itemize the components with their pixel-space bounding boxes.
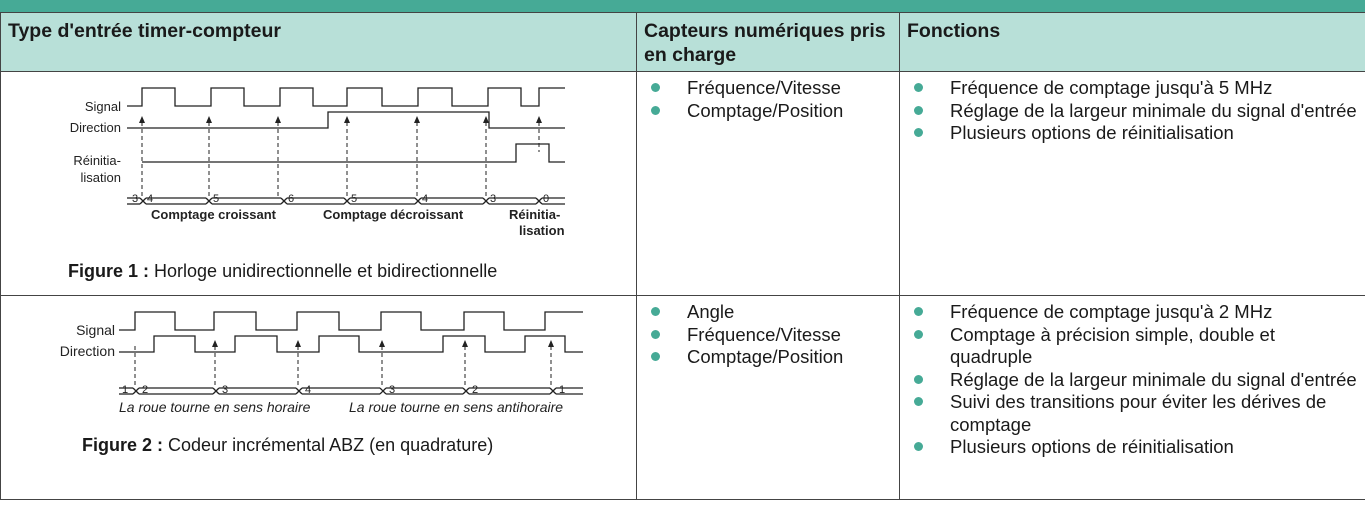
bullet-icon	[914, 397, 923, 406]
direction-waveform	[119, 335, 583, 353]
figure-1-cell: Signal Direction Réinitia- lisation 3 4 …	[0, 71, 637, 296]
section-reset-1: Réinitia-	[509, 207, 560, 222]
bullet-icon	[651, 105, 660, 115]
count-value: 5	[351, 193, 357, 205]
count-value: 1	[559, 384, 565, 396]
functions-list-1: Fréquence de comptage jusqu'à 5 MHz Régl…	[900, 72, 1365, 145]
signal-waveform	[127, 87, 565, 107]
table-row: Signal Direction Réinitia- lisation 3 4 …	[0, 71, 1365, 296]
bullet-icon	[914, 374, 923, 384]
count-value: 2	[142, 384, 148, 396]
edge-markers	[141, 122, 540, 198]
list-item: Comptage/Position	[641, 346, 893, 369]
count-bus	[119, 387, 583, 395]
figure-2-cell: Signal Direction 1 2 3 4 3 2 1 La roue t…	[0, 295, 637, 500]
list-item: Plusieurs options de réinitialisation	[904, 436, 1359, 459]
list-item: Comptage à précision simple, double et q…	[904, 324, 1359, 369]
bullet-icon	[914, 83, 923, 92]
functions-list-2: Fréquence de comptage jusqu'à 2 MHz Comp…	[900, 296, 1365, 459]
label-direction: Direction	[60, 343, 115, 359]
list-item: Plusieurs options de réinitialisation	[904, 122, 1359, 145]
list-item: Réglage de la largeur minimale du signal…	[904, 100, 1359, 123]
bullet-icon	[651, 83, 660, 92]
bullet-icon	[914, 307, 923, 316]
section-reset-2: lisation	[519, 223, 565, 238]
bullet-icon	[651, 307, 660, 316]
figure-2-caption: Figure 2 : Codeur incrémental ABZ (en qu…	[82, 435, 493, 456]
bullet-icon	[914, 442, 923, 451]
table-row: Signal Direction 1 2 3 4 3 2 1 La roue t…	[0, 295, 1365, 500]
count-value: 1	[122, 384, 128, 396]
section-count-down: Comptage décroissant	[323, 207, 464, 222]
spec-table: Type d'entrée timer-compteur Capteurs nu…	[0, 12, 1365, 500]
sensors-cell-2: Angle Fréquence/Vitesse Comptage/Positio…	[636, 295, 900, 500]
bullet-icon	[651, 329, 660, 339]
section-count-up: Comptage croissant	[151, 207, 277, 222]
section-clockwise: La roue tourne en sens horaire	[119, 399, 311, 415]
count-value: 0	[543, 193, 549, 205]
figure-1-caption: Figure 1 : Horloge unidirectionnelle et …	[68, 261, 497, 282]
bullet-icon	[914, 329, 923, 339]
signal-waveform	[119, 311, 583, 331]
count-value: 6	[288, 193, 294, 205]
edge-arrows	[139, 116, 542, 123]
edge-markers	[134, 346, 552, 388]
list-item: Fréquence de comptage jusqu'à 5 MHz	[904, 77, 1359, 100]
list-item: Fréquence/Vitesse	[641, 77, 893, 100]
section-counterclockwise: La roue tourne en sens antihoraire	[349, 399, 563, 415]
count-value: 3	[222, 384, 228, 396]
count-value: 3	[490, 193, 496, 205]
bullet-icon	[914, 128, 923, 137]
label-signal: Signal	[76, 322, 115, 338]
figure-2-caption-text: Codeur incrémental ABZ (en quadrature)	[168, 435, 494, 455]
header-sensors: Capteurs numériques pris en charge	[636, 12, 900, 72]
count-value: 3	[389, 384, 395, 396]
direction-waveform	[127, 111, 565, 129]
list-item: Réglage de la largeur minimale du signal…	[904, 369, 1359, 392]
label-reset-1: Réinitia-	[73, 153, 121, 168]
timing-diagram-1: Signal Direction Réinitia- lisation 3 4 …	[70, 87, 565, 238]
label-signal: Signal	[85, 99, 121, 114]
sensors-cell-1: Fréquence/Vitesse Comptage/Position	[636, 71, 900, 296]
figure-1-caption-text: Horloge unidirectionnelle et bidirection…	[154, 261, 498, 281]
header-input-type: Type d'entrée timer-compteur	[0, 12, 637, 72]
list-item: Fréquence de comptage jusqu'à 2 MHz	[904, 301, 1359, 324]
count-value: 4	[147, 193, 153, 205]
header-row: Type d'entrée timer-compteur Capteurs nu…	[0, 12, 1365, 72]
list-item: Comptage/Position	[641, 100, 893, 123]
sensors-list-1: Fréquence/Vitesse Comptage/Position	[637, 72, 899, 122]
count-bus	[127, 197, 565, 205]
timing-diagram-2: Signal Direction 1 2 3 4 3 2 1 La roue t…	[60, 311, 583, 415]
label-direction: Direction	[70, 120, 121, 135]
figure-1-caption-label: Figure 1 :	[68, 261, 150, 281]
reset-waveform	[142, 143, 565, 163]
header-functions: Fonctions	[899, 12, 1365, 72]
count-value: 4	[422, 193, 428, 205]
functions-cell-2: Fréquence de comptage jusqu'à 2 MHz Comp…	[899, 295, 1365, 500]
edge-arrows	[212, 340, 554, 347]
label-reset-2: lisation	[81, 170, 121, 185]
list-item: Suivi des transitions pour éviter les dé…	[904, 391, 1359, 436]
bullet-icon	[914, 105, 923, 115]
count-value: 4	[305, 384, 311, 396]
count-value: 2	[472, 384, 478, 396]
figure-2-caption-label: Figure 2 :	[82, 435, 164, 455]
count-value: 5	[213, 193, 219, 205]
functions-cell-1: Fréquence de comptage jusqu'à 5 MHz Régl…	[899, 71, 1365, 296]
count-value: 3	[132, 193, 138, 205]
sensors-list-2: Angle Fréquence/Vitesse Comptage/Positio…	[637, 296, 899, 369]
list-item: Angle	[641, 301, 893, 324]
list-item: Fréquence/Vitesse	[641, 324, 893, 347]
bullet-icon	[651, 352, 660, 361]
